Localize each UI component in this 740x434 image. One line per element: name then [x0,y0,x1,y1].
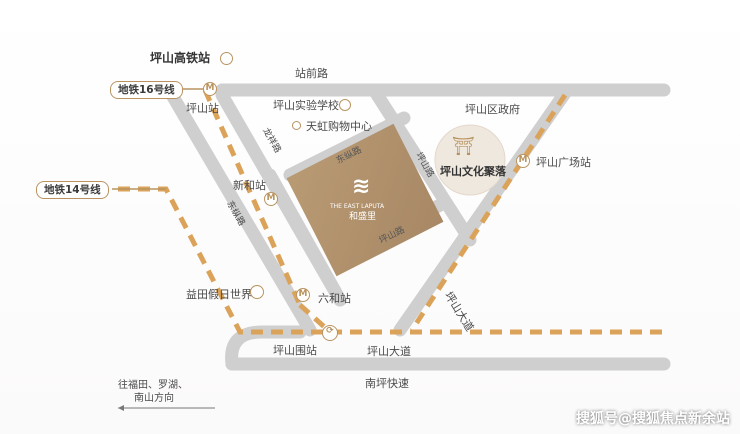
metro-guangchang-icon: M [516,154,530,168]
line14-tag[interactable]: 地铁14号线 [36,181,109,199]
school-label: 坪山实验学校 [273,99,339,112]
road-pingshan-dadao-v [393,86,572,337]
mall-label: 天虹购物中心 [306,120,372,133]
metro-pingshanwei-icon: ⟳ [322,325,338,341]
culture-circle [434,124,506,196]
pingshan-dadao-label: 坪山大道 [367,345,411,358]
pingshan-station-label: 坪山站 [186,102,219,115]
gaotie-station-label: 坪山高铁站 [150,51,211,65]
project-name-cn: 和盛里 [349,212,377,222]
direction-arrowhead [118,405,124,411]
zhanqian-road-label: 站前路 [295,67,328,80]
culture-building-icon: ⛩ [452,136,475,157]
theme-park-label: 益田假日世界 [186,288,252,301]
project-name-en: THE EAST LAPUTA [330,203,385,210]
metro-pingshan-icon: M [203,82,217,96]
school-icon [339,99,351,111]
mall-icon [292,121,301,130]
road-longxiang [263,168,347,307]
metro-liuhe-icon: M [296,288,310,302]
theme-park-icon [250,285,264,299]
rail-station-icon [220,52,233,65]
direction-line1: 往福田、罗湖、 [118,380,188,391]
xinhe-station-label: 新和站 [233,179,266,192]
nanping-label: 南坪快速 [365,377,409,390]
direction-line2: 南山方向 [134,393,174,404]
metro-line16-b [298,303,332,334]
metro-line16-d [409,93,568,332]
metro-xinhe-icon: M [264,192,278,206]
project-logo-icon: ≋ [352,174,371,199]
liuhe-station-label: 六和站 [318,292,351,305]
road-diagonal-left [165,88,317,337]
district-gov-label: 坪山区政府 [465,103,520,116]
watermark: 搜狐号@搜狐焦点新余站 [576,411,730,427]
culture-label: 坪山文化聚落 [440,165,506,178]
guangchang-station-label: 坪山广场站 [536,156,591,169]
pingshanwei-station-label: 坪山围站 [273,344,317,357]
line16-tag[interactable]: 地铁16号线 [110,81,183,99]
